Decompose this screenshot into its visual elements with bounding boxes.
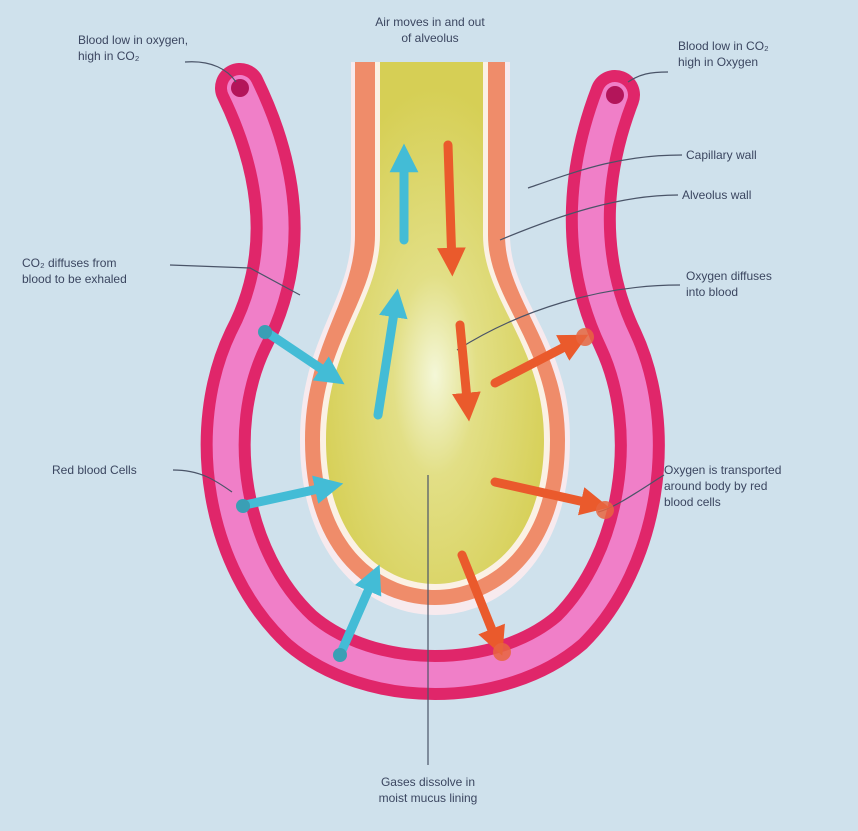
label-oxygen-diffuses: Oxygen diffuses into blood	[686, 268, 846, 300]
red-blood-cell	[576, 328, 594, 346]
label-blood-low-co2: Blood low in CO₂ high in Oxygen	[678, 38, 853, 70]
label-gases-dissolve: Gases dissolve in moist mucus lining	[333, 774, 523, 806]
label-oxygen-transported: Oxygen is transported around body by red…	[664, 462, 849, 510]
red-blood-cell	[493, 643, 511, 661]
label-alveolus-wall: Alveolus wall	[682, 187, 842, 203]
capillary-opening-left	[231, 79, 249, 97]
label-air-movement: Air moves in and out of alveolus	[330, 14, 530, 46]
red-blood-cell	[236, 499, 250, 513]
label-blood-low-oxygen: Blood low in oxygen, high in CO₂	[78, 32, 268, 64]
capillary-opening-right	[606, 86, 624, 104]
label-co2-diffuses: CO₂ diffuses from blood to be exhaled	[22, 255, 202, 287]
red-blood-cell	[333, 648, 347, 662]
oxygen-inhale-arrow-upper	[448, 145, 452, 265]
label-red-blood-cells: Red blood Cells	[52, 462, 192, 478]
red-blood-cell	[596, 501, 614, 519]
red-blood-cell	[258, 325, 272, 339]
label-capillary-wall: Capillary wall	[686, 147, 846, 163]
